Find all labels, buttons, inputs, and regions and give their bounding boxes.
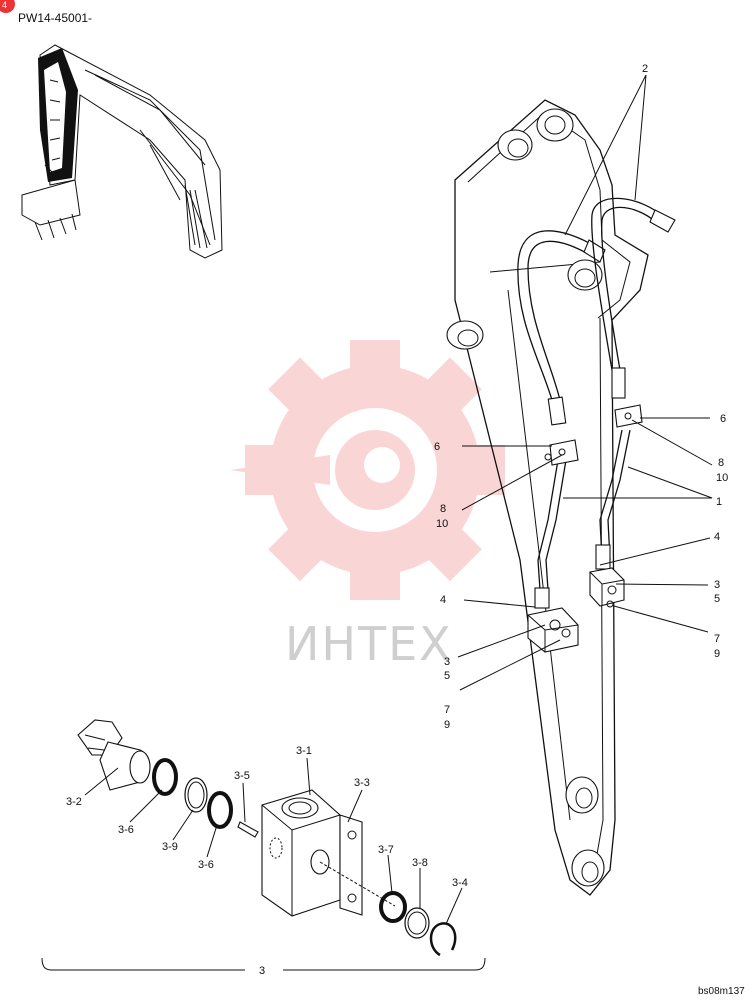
- callout-7-right: 7: [714, 633, 720, 645]
- backup-ring-3-8: [404, 907, 430, 939]
- callout-3-6-a: 3-6: [118, 824, 134, 836]
- page-badge: [0, 0, 15, 13]
- exploded-assembly: [41, 719, 486, 971]
- page-badge-number: 4: [2, 0, 7, 10]
- leader-lines: [457, 74, 713, 691]
- callout-9-right: 9: [714, 648, 720, 660]
- watermark-logo: [230, 340, 505, 600]
- callout-4-right: 4: [714, 531, 720, 543]
- callout-3-9: 3-9: [162, 841, 178, 853]
- callout-3-8: 3-8: [412, 857, 428, 869]
- callout-3-3: 3-3: [354, 777, 370, 789]
- callout-10-right: 10: [716, 472, 728, 484]
- callout-labels: 2 6 8 10 1 4 3 5 7 9 6 8 10 4 3 5 7 9 3-…: [66, 63, 728, 977]
- model-code: PW14-45001-: [18, 11, 92, 25]
- watermark-text: ИНТЕХ: [285, 617, 453, 671]
- valve-block-right: [589, 567, 625, 608]
- o-ring-3-6b: [207, 791, 233, 829]
- snap-ring-3-4: [429, 922, 457, 957]
- hose-right: [591, 197, 676, 570]
- backup-ring-3-9: [184, 777, 208, 813]
- callout-3-6-b: 3-6: [198, 859, 214, 871]
- callout-8-left: 8: [440, 503, 446, 515]
- callout-7-left: 7: [444, 704, 450, 716]
- callout-3-left: 3: [444, 656, 450, 668]
- callout-5-right: 5: [714, 593, 720, 605]
- arm-structure: [446, 99, 649, 896]
- callout-3: 3: [259, 965, 265, 977]
- callout-2: 2: [642, 63, 648, 75]
- excavator-thumbnail: [21, 44, 223, 259]
- callout-3-4: 3-4: [452, 877, 468, 889]
- callout-1: 1: [716, 496, 722, 508]
- callout-3-2: 3-2: [66, 796, 82, 808]
- callout-4-left: 4: [440, 594, 446, 606]
- o-ring-3-6a: [152, 758, 178, 796]
- callout-8-right: 8: [718, 457, 724, 469]
- callout-10-left: 10: [436, 518, 448, 530]
- callout-3-7: 3-7: [378, 844, 394, 856]
- o-ring-3-7: [379, 891, 407, 923]
- callout-3-5: 3-5: [234, 770, 250, 782]
- drawing-id: bs08m137: [698, 986, 745, 997]
- callout-3-1: 3-1: [296, 745, 312, 757]
- callout-3-right: 3: [714, 579, 720, 591]
- callout-9-left: 9: [444, 719, 450, 731]
- callout-5-left: 5: [444, 670, 450, 682]
- hose-left: [517, 230, 606, 609]
- callout-6-left: 6: [434, 441, 440, 453]
- callout-6-right: 6: [720, 413, 726, 425]
- valve-block-left: [527, 607, 579, 653]
